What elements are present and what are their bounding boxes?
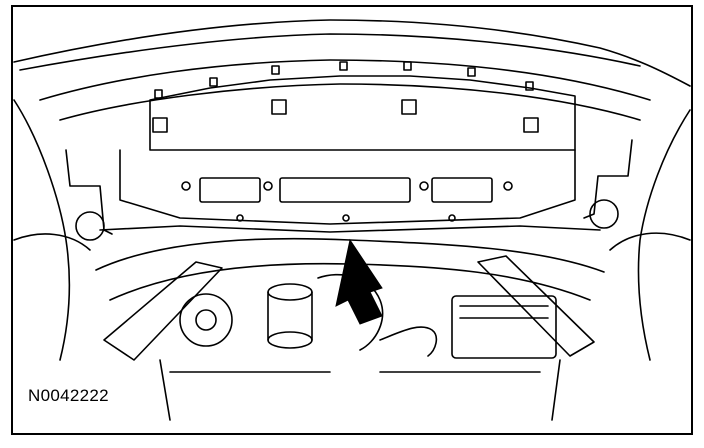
opening (199, 177, 261, 203)
bolt (342, 214, 350, 222)
clip (209, 77, 218, 87)
oil-filter-body (267, 291, 313, 341)
direction-arrow (335, 238, 383, 325)
clip (154, 89, 163, 99)
left-side-bracket (65, 149, 113, 235)
alternator-hub (195, 309, 217, 331)
battery-box (451, 295, 557, 359)
cross-member (119, 149, 576, 225)
clip (339, 61, 348, 71)
bracket-upper (149, 75, 576, 151)
bracket-tab (523, 117, 539, 133)
left-lamp (75, 211, 105, 241)
bumper-lower-edge (59, 83, 641, 121)
alternator (179, 293, 233, 347)
right-wheel-well (609, 232, 691, 251)
figure-reference-code: N0042222 (28, 386, 109, 405)
bolt (448, 214, 456, 222)
left-fender (13, 99, 71, 361)
bolt (263, 181, 273, 191)
bumper-top-edge (39, 59, 651, 101)
battery-detail (459, 305, 549, 319)
opening (431, 177, 493, 203)
clip (271, 65, 280, 75)
hood-outline (13, 19, 691, 87)
bracket-tab (401, 99, 417, 115)
figure-frame (11, 5, 693, 435)
bolt (181, 181, 191, 191)
right-brace (477, 255, 595, 357)
right-side-bracket (583, 139, 633, 219)
left-wheel-well (13, 233, 91, 251)
lower-structure (159, 359, 561, 421)
cross-member-lower (99, 225, 601, 233)
right-fender (637, 109, 691, 361)
hood-inner-edge (19, 33, 641, 71)
bracket-tab (152, 117, 168, 133)
bolt (503, 181, 513, 191)
bracket-tab (271, 99, 287, 115)
hose (317, 273, 384, 351)
wire (379, 326, 438, 357)
bolt (236, 214, 244, 222)
clip (403, 61, 412, 71)
oil-filter-bottom (267, 331, 313, 349)
clip (467, 67, 476, 77)
bolt (419, 181, 429, 191)
oil-filter-top (267, 283, 313, 301)
left-brace (103, 261, 223, 361)
clip (525, 81, 534, 91)
right-lamp (589, 199, 619, 229)
opening (279, 177, 411, 203)
